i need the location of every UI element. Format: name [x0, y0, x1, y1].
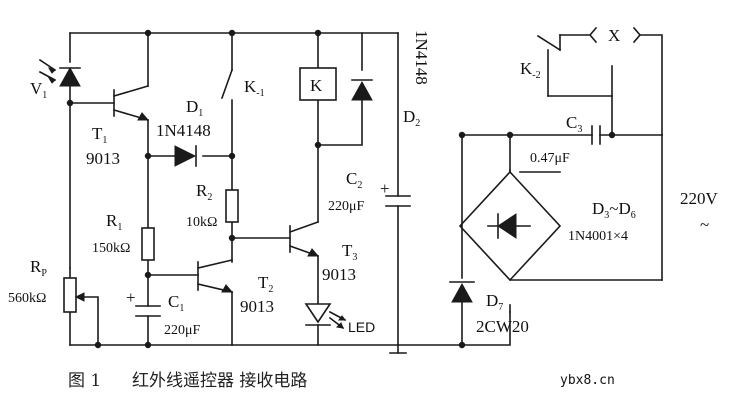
c2-label: C	[346, 169, 357, 188]
svg-text:D1: D1	[186, 97, 203, 119]
led	[304, 303, 347, 330]
d3d6-model: 1N4001×4	[568, 229, 628, 244]
k2-label: K	[520, 59, 533, 78]
diode-d1	[174, 145, 197, 167]
load-x-label: X	[608, 26, 620, 45]
rp-value: 560kΩ	[8, 291, 46, 306]
capacitor-c2	[385, 195, 411, 207]
v1-label: V	[30, 79, 43, 98]
ac-symbol: ~	[700, 215, 709, 234]
c2-value: 220μF	[328, 199, 365, 214]
photodiode-v1	[38, 58, 81, 87]
transistor-t2	[197, 259, 234, 293]
svg-text:T1: T1	[92, 124, 107, 146]
svg-text:D7: D7	[486, 291, 503, 313]
svg-text:C2: C2	[346, 169, 362, 191]
c1-value: 220μF	[164, 323, 201, 338]
svg-text:K-1: K-1	[244, 77, 265, 99]
figure-title: 红外线遥控器 接收电路	[132, 371, 307, 391]
rp-label: R	[30, 257, 42, 276]
svg-text:C1: C1	[168, 292, 184, 314]
svg-text:RP: RP	[30, 257, 47, 279]
transistor-t3	[288, 220, 320, 258]
d7-model: 2CW20	[476, 317, 529, 336]
load-x	[588, 26, 642, 44]
voltage-label: 220V	[680, 189, 719, 208]
diode-d2	[351, 79, 373, 101]
svg-text:K-2: K-2	[520, 59, 541, 81]
c1-plus: +	[126, 288, 136, 307]
capacitor-c3	[591, 125, 601, 145]
relay-coil-k	[299, 67, 337, 101]
zener-d7	[449, 281, 475, 303]
c2-plus: +	[380, 179, 390, 198]
r1-value: 150kΩ	[92, 241, 130, 256]
watermark: ybx8.cn	[560, 373, 615, 388]
resistor-r2	[225, 189, 239, 223]
svg-text:D3~D6: D3~D6	[592, 199, 636, 221]
r1-label: R	[106, 211, 118, 230]
t2-model: 9013	[240, 297, 274, 316]
r2-value: 10kΩ	[186, 215, 217, 230]
relay-label: K	[310, 76, 323, 95]
r2-label: R	[196, 181, 208, 200]
svg-text:V1: V1	[30, 79, 47, 101]
t1-model: 9013	[86, 149, 120, 168]
d7-label: D	[486, 291, 498, 310]
junction-dots	[66, 29, 616, 349]
capacitor-c1	[135, 305, 161, 317]
potentiometer-rp	[63, 277, 85, 313]
svg-text:R2: R2	[196, 181, 212, 203]
t2-label: T	[258, 273, 269, 292]
c1-label: C	[168, 292, 179, 311]
d2-label: D	[403, 107, 415, 126]
relay-contact-k2	[536, 34, 562, 97]
svg-text:D2: D2	[403, 107, 420, 129]
svg-text:T2: T2	[258, 273, 273, 295]
circuit-wires	[69, 32, 663, 354]
component-labels: V1 T1 9013 D1 1N4148 K-1 K 1N4148 D2 R2 …	[8, 26, 719, 338]
t3-model: 9013	[322, 265, 356, 284]
d3d6-label: D	[592, 199, 604, 218]
figure-number: 图 1	[68, 371, 101, 391]
c3-label: C	[566, 113, 577, 132]
d1-model: 1N4148	[156, 121, 211, 140]
d1-label: D	[186, 97, 198, 116]
resistor-r1	[141, 227, 155, 261]
svg-text:T3: T3	[342, 241, 357, 263]
t3-label: T	[342, 241, 353, 260]
t1-label: T	[92, 124, 103, 143]
k1-label: K	[244, 77, 257, 96]
c3-value: 0.47μF	[530, 151, 570, 166]
figure-caption: 图 1 红外线遥控器 接收电路	[68, 371, 307, 391]
bridge-rectifier	[458, 169, 562, 282]
relay-contact-k1	[220, 68, 234, 100]
svg-text:R1: R1	[106, 211, 122, 233]
d2-model: 1N4148	[412, 30, 431, 85]
svg-text:C3: C3	[566, 113, 582, 135]
transistor-t1	[113, 85, 150, 121]
led-label: LED	[348, 319, 375, 335]
